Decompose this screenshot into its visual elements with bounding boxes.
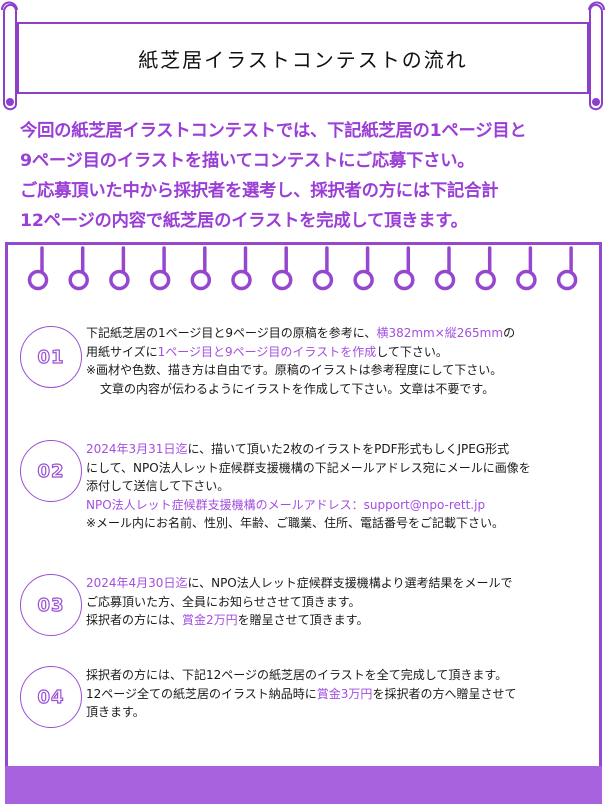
highlight-prize: 賞金3万円 — [316, 686, 373, 701]
highlight-prize: 賞金2万円 — [182, 613, 238, 627]
highlight-deadline: 2024年3月31日迄 — [86, 442, 188, 456]
text-span: 用紙サイズに — [86, 344, 158, 359]
highlight-deadline: 2024年4月30日迄 — [86, 576, 188, 590]
text-span: に、NPO法人レット症候群支援機構より選考結果をメールで — [187, 576, 513, 590]
highlight-size: 横382mm×縦265mm — [376, 326, 504, 340]
text-span: を採択者の方へ贈呈させて — [372, 686, 517, 701]
step-number-badge: 01 — [20, 326, 82, 388]
step-text: 2024年4月30日迄に、NPO法人レット症候群支援機構より選考結果をメールで … — [86, 574, 606, 630]
step-line: 採択者の方には、下記12ページの紙芝居のイラストを全て完成して頂きます。 — [86, 668, 508, 682]
text-span: に、描いて頂いた2枚のイラストをPDF形式もしくJPEG形式 — [187, 442, 510, 456]
step-number-badge: 02 — [20, 440, 82, 502]
intro-line: 今回の紙芝居イラストコンテストでは、下記紙芝居の1ページ目と — [20, 121, 527, 141]
title-box — [17, 22, 589, 94]
step-line: 2024年3月31日迄に、描いて頂いた2枚のイラストをPDF形式もしくJPEG形… — [86, 440, 606, 459]
text-span: して下さい。 — [376, 344, 448, 359]
step-number-badge: 03 — [20, 574, 82, 636]
text-span: の — [503, 326, 516, 340]
step-line: 文章の内容が伝わるようにイラストを作成して下さい。文章は不要です。 — [100, 381, 495, 396]
step-line: ※メール内にお名前、性別、年齢、ご職業、住所、電話番号をご記載下さい。 — [86, 516, 505, 530]
step-line: 頂きます。 — [86, 705, 145, 719]
step-line: 2024年4月30日迄に、NPO法人レット症候群支援機構より選考結果をメールで — [86, 574, 606, 593]
title-banner: 紙芝居イラストコンテストの流れ — [0, 0, 606, 120]
step-line: 添付して送信して下さい。 — [86, 479, 230, 493]
bottom-band — [5, 766, 602, 804]
step-number-badge: 04 — [20, 666, 82, 728]
step-line: 12ページ全ての紙芝居のイラスト納品時に賞金3万円を採択者の方へ贈呈させて — [86, 685, 606, 704]
intro-line: 9ページ目のイラストを描いてコンテストにご応募下さい。 — [20, 151, 475, 171]
intro-line: 12ページの内容で紙芝居のイラストを完成して頂きます。 — [20, 211, 468, 231]
text-span: 下記紙芝居の1ページ目と9ページ目の原稿を参考に、 — [86, 326, 377, 340]
step-line: 用紙サイズに1ページ目と9ページ目のイラストを作成して下さい。 — [86, 343, 606, 362]
step-text: 下記紙芝居の1ページ目と9ページ目の原稿を参考に、横382mm×縦265mmの … — [86, 324, 606, 398]
intro-line: ご応募頂いた中から採択者を選考し、採択者の方には下記合計 — [20, 181, 499, 201]
scroll-rings-decoration — [1, 1, 605, 111]
step-text: 採択者の方には、下記12ページの紙芝居のイラストを全て完成して頂きます。 12ペ… — [86, 666, 606, 722]
text-span: を贈呈させて頂きます。 — [237, 613, 369, 627]
page-title: 紙芝居イラストコンテストの流れ — [138, 47, 468, 72]
email-address-line: NPO法人レット症候群支援機構のメールアドレス：support@npo-rett… — [86, 497, 486, 512]
intro-text: 今回の紙芝居イラストコンテストでは、下記紙芝居の1ページ目と 9ページ目のイラス… — [20, 116, 600, 236]
step-line: 採択者の方には、賞金2万円を贈呈させて頂きます。 — [86, 611, 606, 630]
notebook-panel — [5, 242, 602, 802]
text-span: 12ページ全ての紙芝居のイラスト納品時に — [86, 686, 317, 701]
text-span: 採択者の方には、 — [86, 613, 183, 627]
step-line: にして、NPO法人レット症候群支援機構の下記メールアドレス宛にメールに画像を — [86, 460, 531, 475]
step-line: ※画材や色数、描き方は自由です。原稿のイラストは参考程度にして下さい。 — [86, 363, 503, 377]
step-line: 下記紙芝居の1ページ目と9ページ目の原稿を参考に、横382mm×縦265mmの — [86, 324, 606, 343]
step-text: 2024年3月31日迄に、描いて頂いた2枚のイラストをPDF形式もしくJPEG形… — [86, 440, 606, 533]
step-line: ご応募頂いた方、全員にお知らせさせて頂きます。 — [86, 594, 361, 609]
highlight-task: 1ページ目と9ページ目のイラストを作成 — [157, 344, 377, 359]
